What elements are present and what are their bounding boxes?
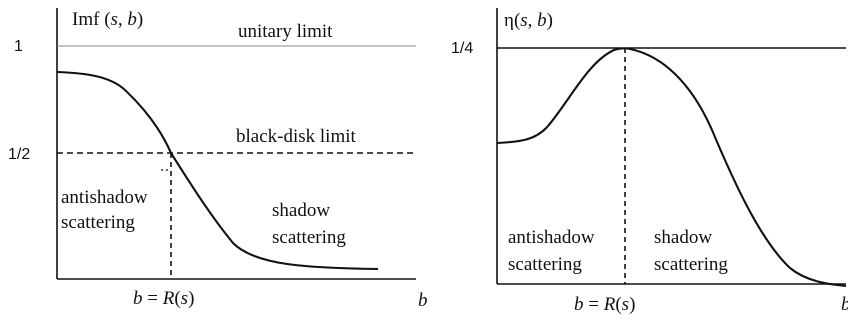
right-title-close: ) [547,10,553,31]
left-panel: 1 1/2 Imf (s, b) unitary limit black-dis… [8,8,428,311]
right-xm-close: ) [629,294,635,315]
right-xm-s: s [622,294,629,315]
right-xm-open: ( [615,294,621,315]
right-title-s: s [520,10,527,31]
left-title-s: s [111,9,118,30]
left-unitary-label: unitary limit [238,21,333,42]
left-antishadow-line1: antishadow [61,187,148,208]
left-tick-half: 1/2 [8,146,30,163]
left-antishadow-line2: scattering [61,212,135,233]
left-title-main: Imf [72,9,100,30]
right-title-main: η [504,10,514,31]
right-title-b: b [537,10,547,31]
right-xm-R: R [603,294,616,315]
right-antishadow-line2: scattering [508,254,582,275]
left-xm-b: b [133,288,143,309]
right-title-open: ( [514,10,520,31]
left-xm-eq: = [143,288,163,309]
right-panel-title: η(s, b) [504,10,553,31]
left-blackdisk-label: black-disk limit [236,126,357,147]
right-profile-curve [496,47,847,288]
left-xm-open: ( [174,288,180,309]
left-title-comma: , [118,9,128,30]
right-x-axis-label: b [841,294,848,315]
left-title-close: ) [137,9,143,30]
right-panel: 1/4 η(s, b) antishadow scattering shadow… [451,8,848,315]
right-x-marker: b = R(s) [574,294,635,315]
right-shadow-line1: shadow [654,227,712,248]
left-profile-curve [56,70,379,271]
right-xm-b: b [574,294,584,315]
left-panel-title: Imf (s, b) [72,9,143,30]
left-title-b: b [127,9,137,30]
right-title-comma: , [528,10,538,31]
right-shadow-line2: scattering [654,254,728,275]
left-xm-s: s [181,288,188,309]
left-tick-1: 1 [14,38,23,55]
left-xm-close: ) [188,288,194,309]
left-title-open: ( [99,9,110,30]
left-x-marker: b = R(s) [133,288,194,309]
left-xm-R: R [162,288,175,309]
right-antishadow-line1: antishadow [508,227,595,248]
left-shadow-line2: scattering [272,227,346,248]
right-tick-quarter: 1/4 [451,40,473,57]
right-xm-eq: = [584,294,604,315]
left-shadow-line1: shadow [272,200,330,221]
left-x-axis-label: b [418,290,428,311]
